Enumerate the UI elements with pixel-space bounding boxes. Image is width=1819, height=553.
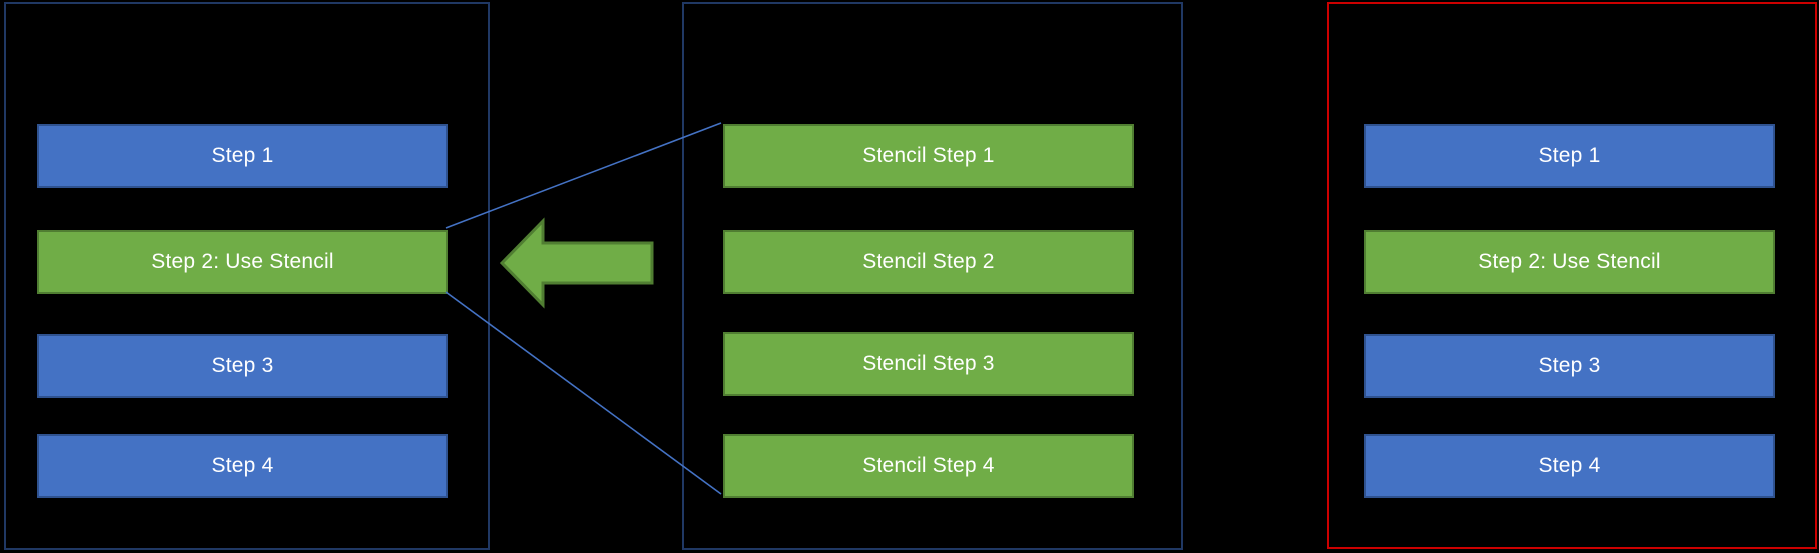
left-arrow-icon xyxy=(499,217,654,309)
stencil-step-box: Stencil Step 2 xyxy=(723,230,1134,294)
step-box: Step 1 xyxy=(37,124,448,188)
step-box: Step 4 xyxy=(1364,434,1775,498)
step-label: Stencil Step 4 xyxy=(862,454,995,477)
panel-process-right: Step 1 Step 2: Use Stencil Step 3 Step 4 xyxy=(1327,2,1817,549)
step-label: Step 2: Use Stencil xyxy=(151,250,334,273)
step-box: Step 1 xyxy=(1364,124,1775,188)
step-label: Stencil Step 3 xyxy=(862,352,995,375)
panel-process-left: Step 1 Step 2: Use Stencil Step 3 Step 4 xyxy=(4,2,490,550)
step-box: Step 3 xyxy=(37,334,448,398)
stencil-step-box: Stencil Step 3 xyxy=(723,332,1134,396)
step-label: Step 3 xyxy=(211,354,274,377)
step-box-use-stencil: Step 2: Use Stencil xyxy=(37,230,448,294)
stencil-step-box: Stencil Step 1 xyxy=(723,124,1134,188)
step-label: Step 3 xyxy=(1538,354,1601,377)
panel-stencil-steps: Stencil Step 1 Stencil Step 2 Stencil St… xyxy=(682,2,1183,550)
step-box-use-stencil: Step 2: Use Stencil xyxy=(1364,230,1775,294)
step-label: Step 1 xyxy=(1538,144,1601,167)
step-label: Step 2: Use Stencil xyxy=(1478,250,1661,273)
step-label: Stencil Step 2 xyxy=(862,250,995,273)
step-box: Step 3 xyxy=(1364,334,1775,398)
step-box: Step 4 xyxy=(37,434,448,498)
stencil-step-box: Stencil Step 4 xyxy=(723,434,1134,498)
step-label: Step 4 xyxy=(211,454,274,477)
step-label: Step 4 xyxy=(1538,454,1601,477)
step-label: Stencil Step 1 xyxy=(862,144,995,167)
step-label: Step 1 xyxy=(211,144,274,167)
